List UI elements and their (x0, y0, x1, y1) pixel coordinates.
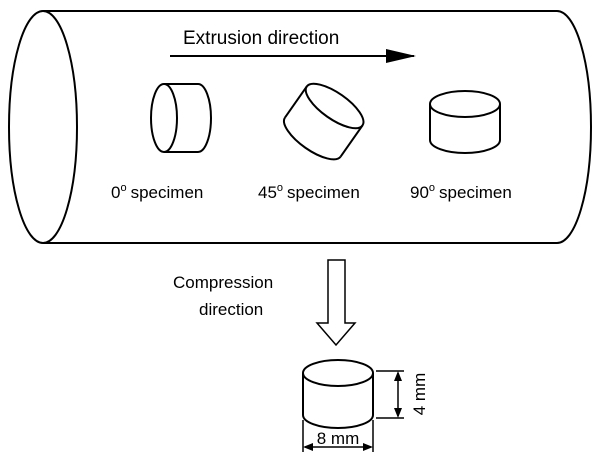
bar-back-end (556, 10, 592, 244)
specimen-angle-90: 90 (410, 183, 429, 202)
extruded-bar (8, 10, 592, 244)
specimen-0-deg-shape (150, 83, 212, 153)
degree-symbol: o (429, 182, 435, 194)
diameter-dimension (302, 420, 374, 452)
compression-label-line-1: Compression (173, 273, 273, 292)
height-label: 4 mm (410, 373, 429, 416)
degree-symbol: o (277, 182, 283, 194)
bar-front-end (8, 10, 78, 244)
height-dimension (376, 370, 404, 419)
degree-symbol: o (120, 182, 126, 194)
test-specimen-shape (302, 359, 374, 429)
specimen-label-90: 90o specimen (410, 182, 512, 202)
compression-label-line-2: direction (199, 300, 263, 319)
specimen-word: specimen (287, 183, 360, 202)
specimen-word: specimen (439, 183, 512, 202)
specimen-angle-0: 0 (111, 183, 120, 202)
extrusion-direction-label: Extrusion direction (183, 28, 339, 49)
specimen-angle-45: 45 (258, 183, 277, 202)
specimen-word: specimen (131, 183, 204, 202)
specimen-90-deg-shape (429, 90, 501, 154)
specimen-45-deg-shape (283, 82, 365, 161)
compression-direction-arrow (315, 259, 357, 347)
diameter-label: 8 mm (317, 429, 360, 448)
specimen-label-0: 0o specimen (111, 182, 203, 202)
specimen-label-45: 45o specimen (258, 182, 360, 202)
